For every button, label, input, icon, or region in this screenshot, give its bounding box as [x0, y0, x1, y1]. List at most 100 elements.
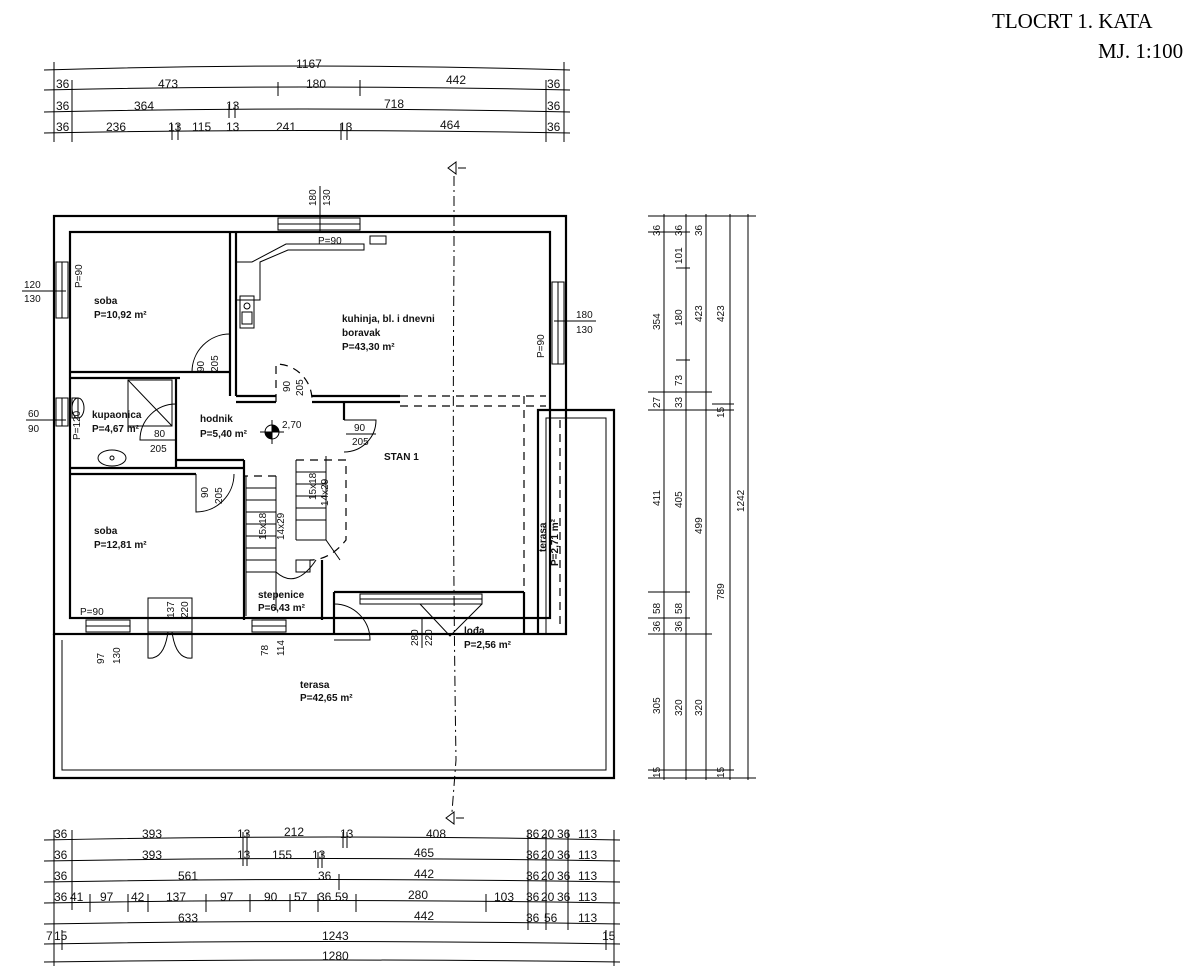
- dim-bot-r6-b: 15: [54, 929, 68, 943]
- dim-top-r2-c: 13: [226, 99, 240, 113]
- level-marker: [260, 420, 284, 444]
- dim-bot-r3-h: 113: [578, 869, 597, 883]
- dim-bot-r4-e: 137: [166, 890, 186, 904]
- door-lodja-w: 280: [410, 629, 421, 646]
- dim-right-c4-b: 1242: [736, 489, 747, 512]
- dim-bot-r4-b: 41: [70, 890, 84, 904]
- dim-bot-r2-i: 36: [557, 848, 571, 862]
- room-lodja-name: lođa: [464, 626, 485, 637]
- dim-top-total: 1167: [296, 57, 322, 71]
- room-stepenice-area: P=6,43 m²: [258, 603, 306, 614]
- dim-top-r2-a: 36: [56, 99, 70, 113]
- dim-bot-r2-h: 20: [541, 848, 555, 862]
- door-lodja-h: 220: [424, 629, 435, 646]
- win-right-h: 130: [576, 325, 593, 336]
- parapet-left: P=90: [74, 264, 85, 288]
- level-value: 2,70: [282, 420, 302, 431]
- dim-bot-r3-g: 36: [557, 869, 571, 883]
- dim-right-c3-a: 36: [694, 224, 705, 236]
- dim-right-c1-a: 36: [652, 224, 663, 236]
- room-terasa-area: P=42,65 m²: [300, 693, 353, 704]
- section-marker-top: [447, 161, 466, 175]
- dim-bot-r4-j: 59: [335, 890, 349, 904]
- parapet-right: P=90: [536, 334, 547, 358]
- dim-right-c3-f: 320: [694, 699, 705, 716]
- room-terasa-small-name: terasa: [538, 522, 549, 552]
- dim-bot-r6-a: 7: [46, 929, 53, 943]
- bathroom-fixtures: [71, 379, 173, 467]
- dim-top-r3-c: 13: [168, 120, 182, 134]
- dim-right-c2-a: 36: [674, 224, 685, 236]
- dim-bot-r1-i: 36: [557, 827, 571, 841]
- dim-top-r2-d: 718: [384, 97, 404, 111]
- dim-top-r1-b: 473: [158, 77, 178, 91]
- dim-top-r3-d: 115: [192, 120, 211, 134]
- stairs2-tread: 14x29: [276, 512, 287, 540]
- room-kuhinja-name2: boravak: [342, 328, 381, 339]
- room-soba1-name: soba: [94, 296, 118, 307]
- dim-bot-r2-e: 13: [312, 848, 326, 862]
- dim-right-c1-f: 36: [652, 620, 663, 632]
- dim-right-c1-c: 27: [652, 396, 663, 408]
- dim-bot-r4-f: 97: [220, 890, 234, 904]
- dim-bot-r1-a: 36: [54, 827, 68, 841]
- win-bl-h: 130: [112, 647, 123, 664]
- dim-bot-r3-f: 20: [541, 869, 555, 883]
- room-soba2-area: P=12,81 m²: [94, 540, 147, 551]
- dim-right-c3-c: 15: [716, 406, 727, 418]
- bottom-dimension-lines: [43, 830, 621, 966]
- top-dimension-lines: [43, 62, 571, 142]
- stairs1-tread: 14x29: [320, 478, 331, 506]
- door-kitchen-w: 90: [282, 380, 293, 392]
- win-left-h: 130: [24, 294, 41, 305]
- room-terasa-small-area: P=2,71 m²: [550, 518, 561, 566]
- dim-bot-r4-n: 20: [541, 890, 555, 904]
- dim-bot-r3-c: 36: [318, 869, 332, 883]
- interior-walls: [70, 232, 526, 634]
- dim-bot-r4-o: 36: [557, 890, 571, 904]
- dim-bot-r4-h: 57: [294, 890, 308, 904]
- win-top-w: 180: [308, 189, 319, 206]
- section-marker-bottom: [445, 811, 464, 825]
- windows: [55, 217, 565, 633]
- dim-bot-r2-b: 393: [142, 848, 162, 862]
- dim-right-c1-h: 15: [652, 766, 663, 778]
- dim-bot-r4-m: 36: [526, 890, 540, 904]
- dim-right-c2-h: 36: [674, 620, 685, 632]
- dim-right-c1-d: 411: [652, 490, 663, 506]
- door-bottom-h: 220: [180, 601, 191, 618]
- win-bl-w: 97: [96, 652, 107, 664]
- dim-bot-r5-b: 442: [414, 909, 434, 923]
- room-kupaonica-name: kupaonica: [92, 410, 142, 421]
- dim-top-r1-c: 180: [306, 77, 326, 91]
- win-left-w: 120: [24, 280, 41, 291]
- doors: [139, 333, 483, 659]
- outer-walls: [52, 214, 616, 780]
- dim-top-r3-f: 241: [276, 120, 296, 134]
- dim-bot-r5-e: 113: [578, 911, 597, 925]
- room-soba1-area: P=10,92 m²: [94, 310, 147, 321]
- apartment-label: STAN 1: [384, 452, 419, 463]
- dim-bot-r4-k: 280: [408, 888, 428, 902]
- dim-bot-r5-d: 56: [544, 911, 558, 925]
- dim-bot-r1-e: 13: [340, 827, 354, 841]
- dim-right-c2-d: 73: [674, 374, 685, 386]
- door-hall-right-h: 205: [352, 437, 369, 448]
- dim-bot-r1-g: 36: [526, 827, 540, 841]
- dim-right-c3-e: 789: [716, 583, 727, 600]
- drawing-title: TLOCRT 1. KATA: [992, 9, 1153, 33]
- dim-bot-r2-j: 113: [578, 848, 597, 862]
- dim-right-c2-g: 58: [674, 602, 685, 614]
- room-kuhinja-area: P=43,30 m²: [342, 342, 395, 353]
- section-line: [451, 176, 457, 813]
- dim-bot-r4-p: 113: [578, 890, 597, 904]
- staircase: [244, 456, 347, 616]
- dim-bot-r1-c: 13: [237, 827, 251, 841]
- dim-bot-r2-f: 465: [414, 846, 434, 860]
- dim-bot-r1-d: 212: [284, 825, 304, 839]
- door-soba2-w: 90: [200, 486, 211, 498]
- drawing-scale: MJ. 1:100: [1098, 39, 1183, 63]
- door-soba1-h: 205: [210, 355, 221, 372]
- dashed-outlines: [334, 395, 561, 635]
